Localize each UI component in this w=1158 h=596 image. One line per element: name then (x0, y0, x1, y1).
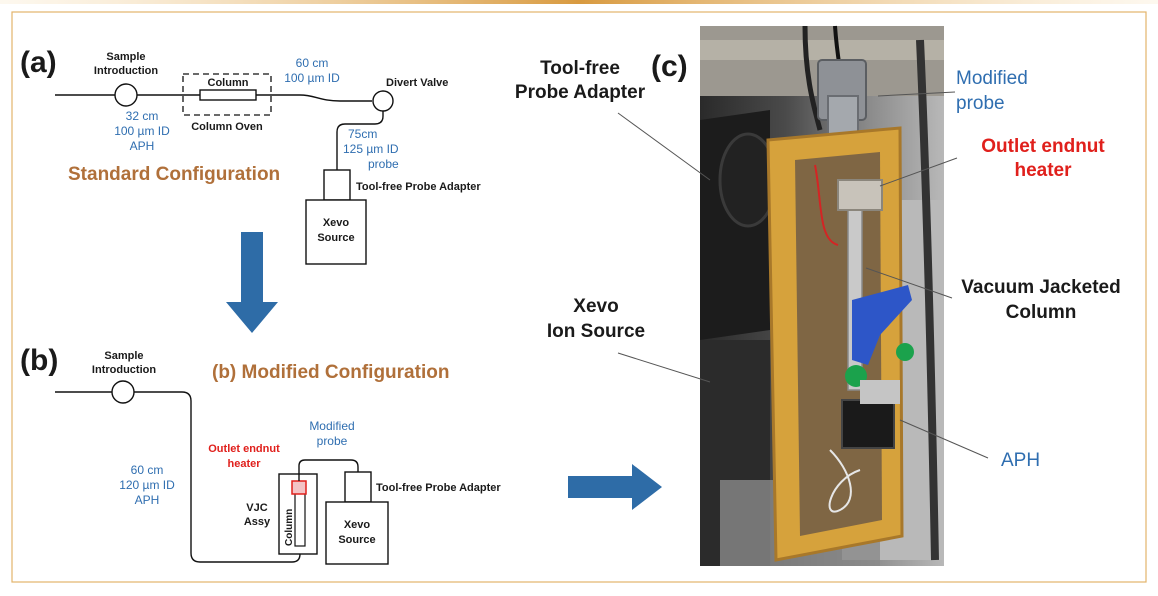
b-sample-intro-1: Sample (104, 350, 143, 362)
a-title: Standard Configuration (68, 164, 280, 185)
callout-aph (899, 419, 989, 459)
photo-connector-body (827, 95, 859, 137)
photo-red-wire (814, 164, 839, 246)
instrument-photo (700, 25, 944, 566)
a-tube-left-2: 100 µm ID (114, 124, 170, 138)
a-sample-intro-2: Introduction (94, 65, 158, 77)
callout-probe (877, 91, 956, 97)
c-vjc-1: Vacuum Jacketed (961, 277, 1120, 298)
b-tube-2: 120 µm ID (119, 478, 175, 492)
a-column-oven-box (182, 73, 272, 116)
a-column-symbol (199, 89, 257, 101)
panel-b: (b) Sample Introduction (b) Modified Con… (20, 344, 501, 565)
b-vjc-1: VJC (246, 502, 267, 514)
panel-b-tag: (b) (20, 344, 58, 377)
a-column-oven-label: Column Oven (191, 121, 263, 133)
down-arrow (226, 232, 278, 333)
b-adapter-label: Tool-free Probe Adapter (376, 482, 501, 494)
photo-aph-block (841, 399, 895, 449)
a-tube-right-3: probe (368, 157, 399, 171)
a-tube-top-1: 60 cm (296, 56, 329, 70)
b-adapter-box (344, 471, 372, 503)
b-heater-1: Outlet endnut (208, 443, 280, 455)
c-heater-2: heater (1014, 160, 1072, 181)
a-source-1: Xevo (323, 217, 350, 229)
c-ion-source-2: Ion Source (547, 321, 645, 342)
callout-vjc (865, 267, 953, 299)
photo-blue-clip (852, 285, 912, 365)
a-tube-to-valve-2 (299, 94, 372, 102)
a-tube-right-1: 75cm (348, 127, 377, 141)
panel-c-tag: (c) (651, 50, 688, 83)
figure-border (11, 11, 1147, 583)
photo-white-tube (828, 449, 861, 513)
b-source-2: Source (338, 534, 375, 546)
callout-heater (879, 157, 958, 187)
b-tube-probe (298, 459, 359, 481)
b-probe-2: probe (317, 434, 348, 448)
c-aph-label: APH (1001, 450, 1040, 471)
panel-c: (c) (515, 25, 1121, 566)
a-divert-valve-label: Divert Valve (386, 77, 448, 89)
photo-cable-1 (802, 25, 823, 131)
b-title: (b) Modified Configuration (212, 362, 449, 383)
a-sample-intro-1: Sample (106, 51, 145, 63)
b-column-symbol (294, 491, 306, 547)
c-probe-2: probe (956, 93, 1005, 114)
a-tube-left-1: 32 cm (126, 109, 159, 123)
b-heater-symbol (291, 480, 307, 495)
b-tube-3: APH (135, 493, 160, 507)
a-divert-valve-symbol (372, 90, 394, 112)
c-vjc-2: Column (1006, 302, 1077, 323)
b-source-box (325, 501, 389, 565)
right-arrow (568, 464, 662, 510)
photo-cable-3 (916, 39, 939, 561)
b-probe-1: Modified (309, 419, 354, 433)
a-source-2: Source (317, 232, 354, 244)
b-tube-1: 60 cm (131, 463, 164, 477)
panel-a-tag: (a) (20, 46, 57, 79)
a-tube-to-probe (336, 111, 384, 170)
a-column-label: Column (208, 77, 249, 89)
figure-top-bar (0, 0, 1158, 4)
panel-a: (a) Sample Introduction Column Column Ov… (20, 46, 481, 265)
photo-shelf (700, 40, 944, 60)
a-adapter-box (323, 169, 351, 201)
a-injector-symbol (114, 83, 138, 107)
photo-aph-plate (860, 380, 900, 404)
b-source-1: Xevo (344, 519, 371, 531)
c-adapter-1: Tool-free (540, 58, 620, 79)
c-heater-1: Outlet endnut (981, 136, 1105, 157)
a-tube-left-3: APH (130, 139, 155, 153)
a-tube-top-2: 100 µm ID (284, 71, 340, 85)
b-heater-2: heater (227, 458, 261, 470)
a-source-box (305, 199, 367, 265)
b-injector-symbol (111, 380, 135, 404)
photo-heater-block (837, 179, 883, 211)
b-vjc-2: Assy (244, 516, 271, 528)
a-adapter-label: Tool-free Probe Adapter (356, 181, 481, 193)
b-tube-aph (134, 391, 301, 563)
photo-green-knob-1 (896, 343, 914, 361)
c-adapter-2: Probe Adapter (515, 82, 646, 103)
b-sample-intro-2: Introduction (92, 364, 156, 376)
c-ion-source-1: Xevo (573, 296, 618, 317)
c-probe-1: Modified (956, 68, 1028, 89)
callout-ion-source (617, 352, 711, 383)
callout-adapter (617, 112, 711, 181)
b-column-label: Column (284, 509, 295, 546)
a-tube-right-2: 125 µm ID (343, 142, 399, 156)
